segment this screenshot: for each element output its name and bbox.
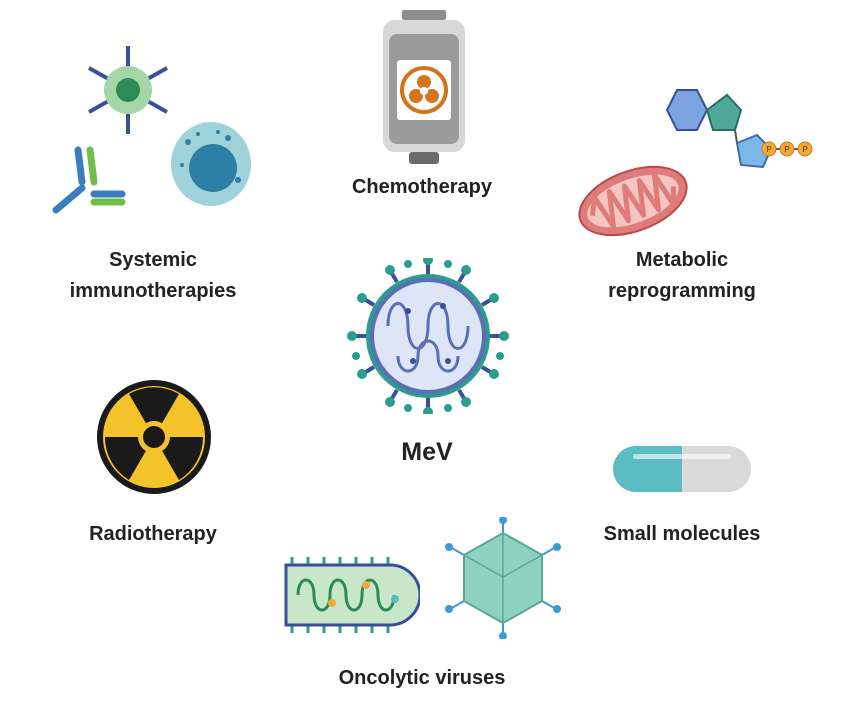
capsule-pill-icon (613, 446, 751, 492)
mitochondrion-icon (578, 165, 688, 237)
iv-bag-biohazard-icon (383, 10, 465, 164)
metabolic-label-line2: reprogramming (608, 280, 756, 302)
tumor-cell-icon (171, 122, 251, 206)
oncolytic-label: Oncolytic viruses (338, 667, 506, 689)
systemic-label-line1: Systemic (109, 249, 197, 271)
adenovirus-icon (445, 517, 561, 639)
metabolic-label-line1: Metabolic (635, 249, 729, 271)
phosphate-label: P (802, 145, 807, 154)
t-cell-icon (88, 46, 168, 134)
chemotherapy-label: Chemotherapy (351, 176, 493, 198)
rhabdovirus-icon (284, 557, 420, 633)
phosphate-label: P (784, 145, 789, 154)
atp-molecule-icon: P P P (665, 89, 813, 169)
antibody-icon (52, 146, 126, 214)
measles-virus-icon (347, 258, 509, 414)
radiation-icon (97, 380, 211, 494)
center-label: MeV (401, 438, 453, 466)
systemic-label-line2: immunotherapies (69, 280, 237, 302)
small-molecules-label: Small molecules (603, 523, 761, 545)
radiotherapy-label: Radiotherapy (89, 523, 217, 545)
phosphate-label: P (766, 145, 771, 154)
